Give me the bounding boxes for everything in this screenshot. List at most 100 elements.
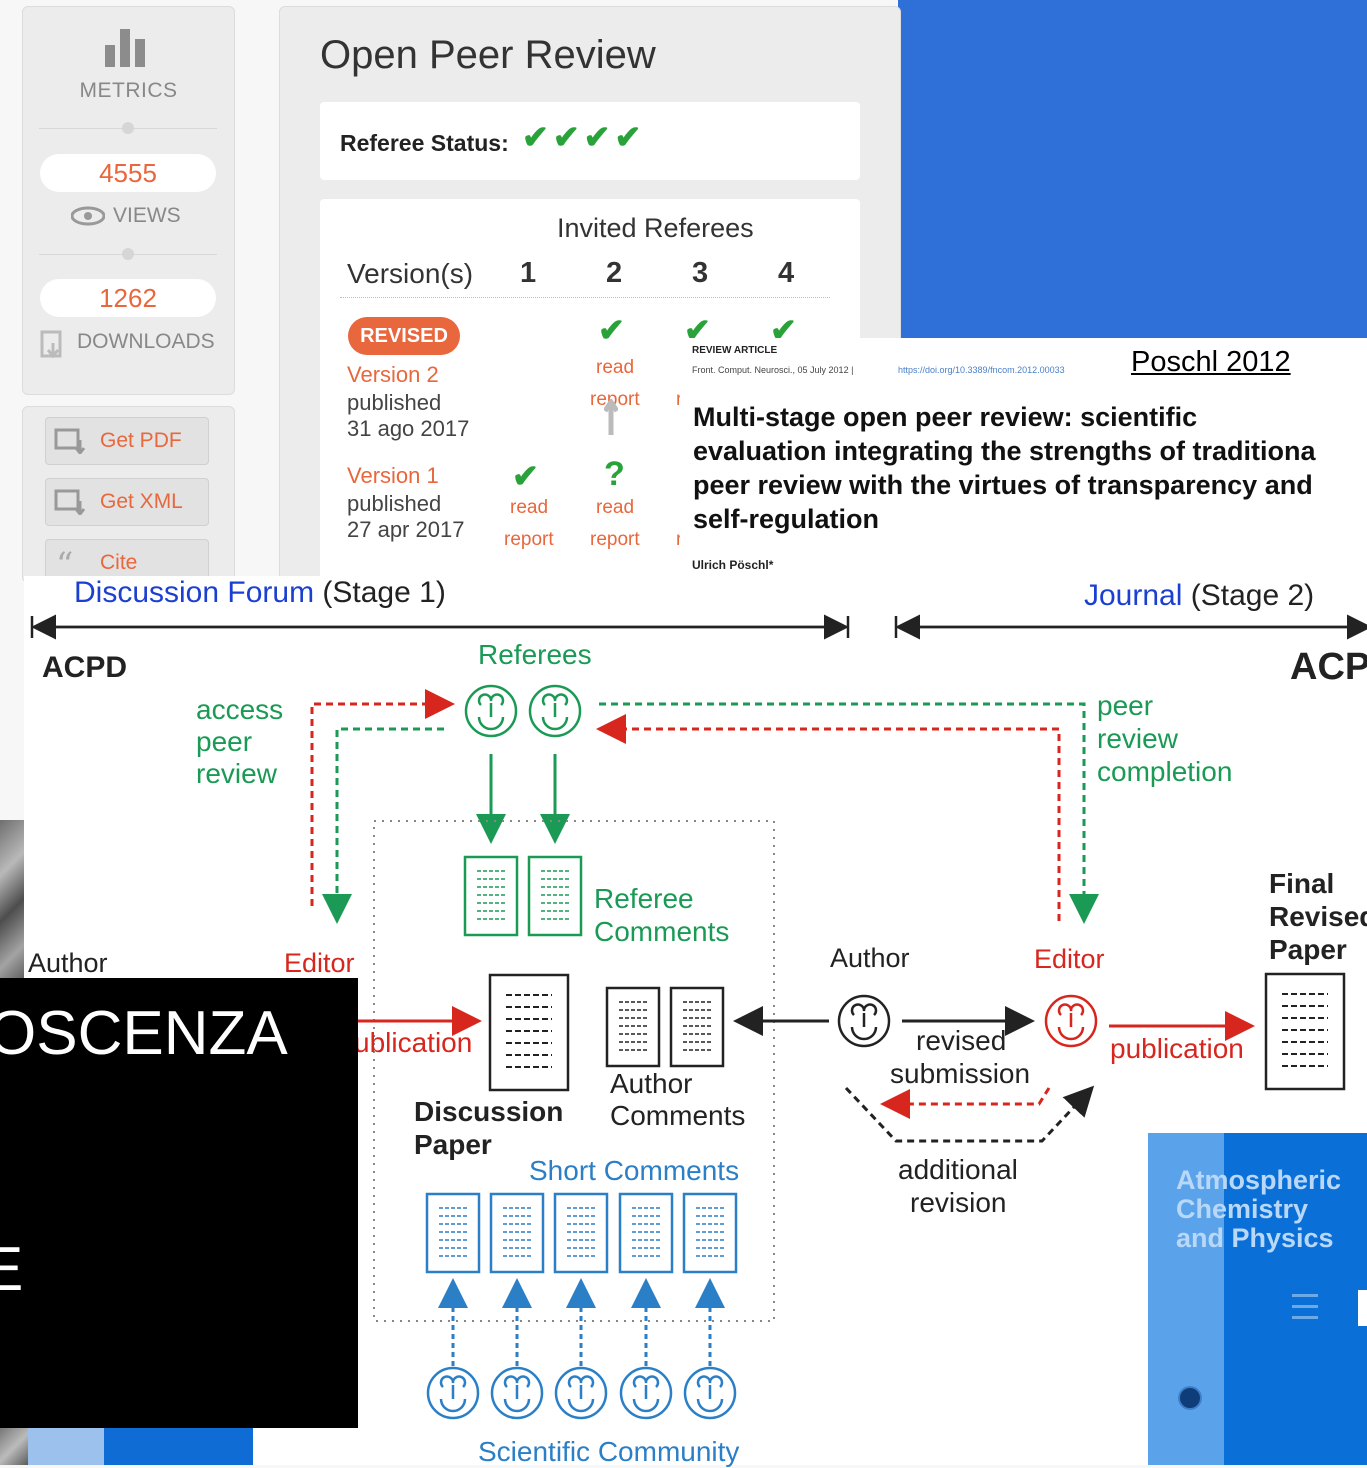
read-link[interactable]: read [596, 497, 635, 518]
truncated-link[interactable]: r [676, 389, 682, 411]
access-line-2: peer [196, 726, 253, 757]
photo-fragment [0, 820, 28, 978]
discussion-box [373, 820, 775, 1322]
question-mark-icon: ? [604, 455, 625, 493]
referee-status-box: Referee Status: ✔✔✔✔ [320, 102, 860, 180]
cite-label: Cite [100, 551, 138, 574]
journal-label: Journal [1084, 579, 1183, 612]
version2-published: published [347, 390, 442, 415]
get-xml-button[interactable]: Get XML [45, 478, 209, 526]
editor-right-label: Editor [1034, 944, 1105, 974]
version1-link[interactable]: Version 1 [347, 463, 439, 488]
paper-title-line-4: self-regulation [693, 504, 880, 534]
revised-submission-line-2: submission [890, 1058, 1031, 1089]
xml-icon [54, 489, 86, 515]
community-member-icon [490, 1366, 544, 1420]
views-count: 4555 [40, 154, 216, 192]
completion-arrow [599, 702, 1099, 924]
completion-request-arrow [596, 714, 1061, 921]
version2-link[interactable]: Version 2 [347, 362, 439, 387]
paper-title-line-1: Multi-stage open peer review: scientific [693, 402, 1198, 432]
author-icon [837, 994, 891, 1048]
stage2-label: (Stage 2) [1190, 579, 1315, 612]
doi-link[interactable]: https://doi.org/10.3389/fncom.2012.00033 [898, 365, 1065, 375]
author-comments-line-1: Author [610, 1068, 693, 1099]
paper-excerpt: REVIEW ARTICLE Front. Comput. Neurosci.,… [680, 338, 1367, 578]
download-icon [40, 330, 62, 359]
author-left-label: Author [28, 948, 108, 978]
author-comment-doc [669, 986, 725, 1068]
header-divider [340, 297, 830, 298]
referee-icon [528, 684, 582, 738]
short-comment-doc [618, 1192, 674, 1274]
poschl-2012-link[interactable]: Poschl 2012 [1131, 346, 1291, 378]
read-link[interactable]: read [510, 497, 549, 518]
referee-comment-doc [527, 855, 583, 937]
community-member-icon [619, 1366, 673, 1420]
acpd-label: ACPD [42, 651, 128, 684]
referees-label: Referees [478, 639, 592, 670]
version1-published: published [347, 491, 442, 516]
final-paper-line-1: Final [1269, 868, 1335, 899]
revised-badge: REVISED [348, 317, 460, 355]
versions-header: Version(s) [347, 258, 474, 289]
views-label: VIEWS [113, 204, 181, 227]
diagram-graphics [30, 614, 1367, 1420]
bar-chart-icon [105, 29, 145, 67]
acp-label: ACP [1290, 646, 1367, 688]
panel-title: Open Peer Review [320, 33, 656, 77]
journal-cover-title: Atmospheric Chemistry and Physics [1176, 1166, 1341, 1253]
additional-revision-line-1: additional [898, 1154, 1018, 1185]
truncated-link[interactable]: r [676, 529, 682, 551]
completion-line-3: completion [1097, 756, 1233, 787]
version1-date: 27 apr 2017 [347, 517, 465, 542]
completion-line-2: review [1097, 723, 1178, 754]
divider-dot [122, 248, 134, 260]
cover-fragment-panel [104, 1428, 253, 1465]
arrow-up-icon [604, 399, 618, 435]
referee-status-checks: ✔✔✔✔ [522, 119, 646, 155]
get-pdf-label: Get PDF [100, 429, 182, 452]
pdf-icon [54, 428, 86, 454]
short-comment-doc [425, 1192, 481, 1274]
referee-icon [464, 684, 518, 738]
quote-icon: “ [56, 550, 73, 576]
stage1-label: (Stage 1) [322, 576, 446, 609]
publisher-logo-icon [1178, 1386, 1202, 1410]
report-link[interactable]: report [504, 529, 554, 550]
black-overlay: OSCENZA E [0, 978, 358, 1428]
additional-revision-return-arrow [844, 1085, 1095, 1143]
referee-number-1: 1 [520, 257, 537, 289]
article-type: REVIEW ARTICLE [692, 345, 778, 356]
invited-referees-heading: Invited Referees [557, 213, 754, 243]
actions-panel: Get PDF Get XML “ Cite [22, 406, 235, 583]
short-comment-doc [682, 1192, 738, 1274]
final-paper-doc [1264, 972, 1346, 1091]
final-paper-line-3: Paper [1269, 934, 1347, 965]
get-pdf-button[interactable]: Get PDF [45, 417, 209, 465]
editor-left-label: Editor [284, 948, 355, 978]
referee-comments-line-2: Comments [594, 916, 730, 947]
citation-line: Front. Comput. Neurosci., 05 July 2012 | [692, 365, 854, 375]
stage1-ruler [30, 614, 850, 640]
blue-background [898, 0, 1367, 340]
cover-detail [1292, 1290, 1326, 1324]
revised-submission-line-1: revised [916, 1025, 1007, 1056]
report-link[interactable]: report [590, 529, 640, 550]
report-link[interactable]: report [590, 389, 640, 410]
cite-button[interactable]: “ Cite [45, 539, 209, 582]
cover-title-line-2: Chemistry [1176, 1194, 1309, 1224]
referee-comments-line-1: Referee [594, 883, 694, 914]
divider-dot [122, 122, 134, 134]
short-comments-label: Short Comments [529, 1155, 740, 1186]
cover-title-line-1: Atmospheric [1176, 1165, 1342, 1195]
paper-title-line-3: peer review with the virtues of transpar… [693, 470, 1313, 500]
final-paper-line-2: Revised [1269, 901, 1367, 932]
discussion-paper-line-2: Paper [414, 1129, 492, 1160]
author-comments-line-2: Comments [610, 1100, 746, 1131]
get-xml-label: Get XML [100, 490, 183, 513]
access-line-3: review [196, 758, 277, 789]
read-link[interactable]: read [596, 357, 635, 378]
community-member-icon [426, 1366, 480, 1420]
completion-line-1: peer [1097, 690, 1154, 721]
